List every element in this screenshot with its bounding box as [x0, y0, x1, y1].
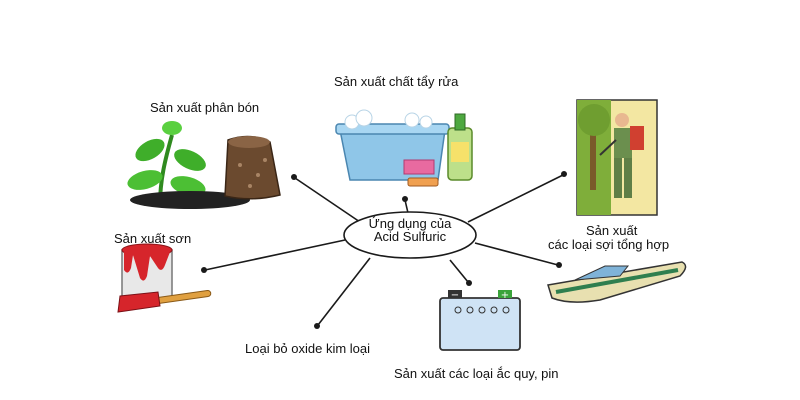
dot-fiber: [561, 171, 567, 177]
connector-battery: [449, 259, 469, 283]
fertilizer-sack-icon: [224, 135, 281, 200]
center-label-line2: Acid Sulfuric: [373, 229, 447, 244]
center-ellipse: [343, 211, 477, 259]
dot-paint: [201, 267, 207, 273]
connector-dots: [201, 171, 567, 329]
label-detergent: Sản xuất chất tẩy rửa: [334, 74, 459, 89]
dot-boat: [556, 262, 562, 268]
plant-sprout-icon: [127, 121, 250, 209]
sprayer-worker-icon: [576, 99, 658, 216]
label-fiber-line1: Sản xuất: [586, 223, 638, 238]
dot-oxide: [314, 323, 320, 329]
label-battery: Sản xuất các loại ắc quy, pin: [394, 366, 559, 381]
svg-text:+: +: [501, 290, 509, 301]
connector-fiber: [467, 174, 564, 223]
label-paint: Sản xuất sơn: [114, 231, 192, 246]
dot-fertilizer: [291, 174, 297, 180]
dot-detergent: [402, 196, 408, 202]
label-oxide: Loại bỏ oxide kim loại: [245, 341, 371, 356]
connector-oxide: [317, 257, 371, 326]
dot-battery: [466, 280, 472, 286]
connector-boat: [474, 242, 559, 266]
speedboat-icon: [547, 261, 687, 303]
label-fiber-line2: các loại sợi tổng hợp: [548, 237, 670, 252]
connector-detergent: [404, 199, 409, 214]
label-fertilizer: Sản xuất phân bón: [150, 100, 260, 115]
svg-text:−: −: [451, 290, 459, 301]
connector-paint: [204, 239, 346, 271]
detergent-bottle-icon: [447, 113, 473, 181]
connectors: [204, 174, 564, 326]
paint-can-icon: [121, 243, 173, 301]
laundry-basin-icon: [335, 109, 450, 187]
center-label-line1: Ứng dụng của: [368, 216, 452, 231]
car-battery-icon: − +: [439, 290, 521, 351]
paint-brush-icon: [117, 290, 212, 313]
connector-fertilizer: [294, 177, 361, 223]
center-label: Ứng dụng của Acid Sulfuric: [345, 217, 475, 243]
